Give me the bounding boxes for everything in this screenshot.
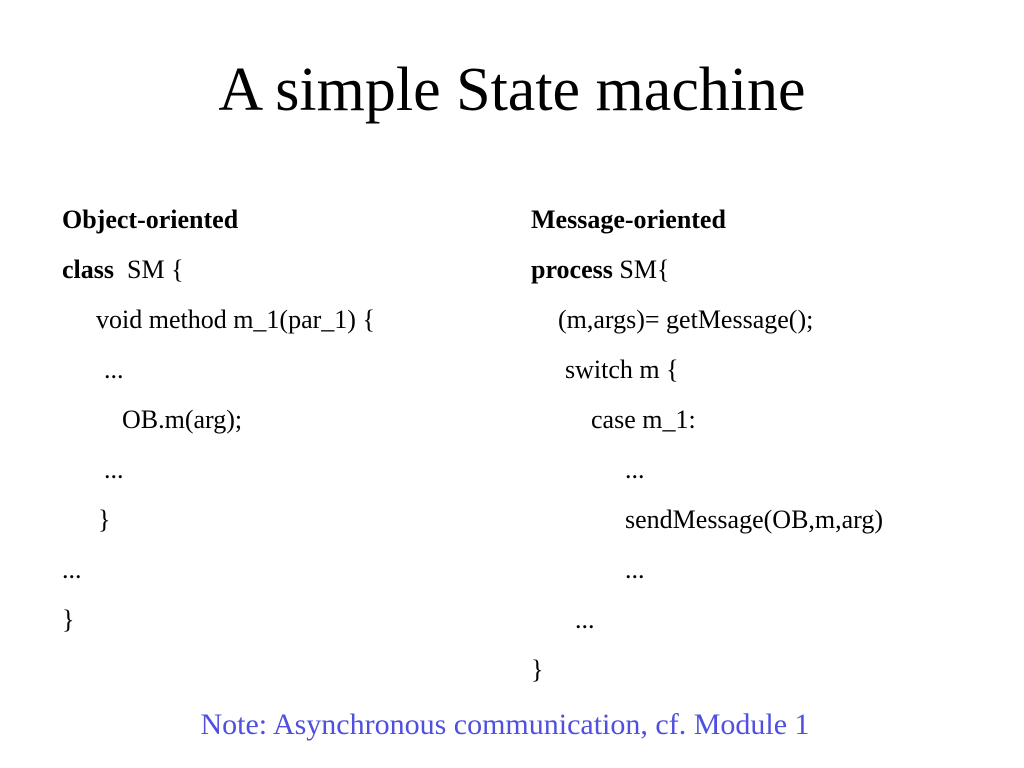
- code-line-process-declaration: process SM{: [531, 246, 669, 294]
- code-text: SM {: [127, 255, 184, 284]
- code-line-ellipsis: ...: [104, 355, 124, 384]
- object-oriented-heading: Object-oriented: [62, 205, 239, 234]
- footnote: Note: Asynchronous communication, cf. Mo…: [200, 708, 810, 741]
- code-line-method-declaration: void method m_1(par_1) {: [96, 305, 375, 334]
- code-line-method-call: OB.m(arg);: [122, 405, 243, 434]
- code-line-ellipsis: ...: [62, 555, 82, 584]
- class-keyword: class: [62, 255, 114, 284]
- code-line-get-message: (m,args)= getMessage();: [558, 305, 814, 334]
- code-line-ellipsis: ...: [625, 455, 645, 484]
- code-line-class-declaration: class SM {: [62, 246, 184, 294]
- code-line-ellipsis: ...: [104, 455, 124, 484]
- code-line-class-close: }: [62, 605, 75, 634]
- code-line-switch: switch m {: [565, 355, 679, 384]
- code-line-case: case m_1:: [591, 405, 696, 434]
- process-keyword: process: [531, 255, 613, 284]
- code-line-ellipsis: ...: [625, 555, 645, 584]
- code-text: SM{: [619, 255, 670, 284]
- code-line-process-close: }: [531, 655, 544, 684]
- slide-title: A simple State machine: [218, 56, 806, 124]
- code-line-method-close: }: [98, 505, 111, 534]
- message-oriented-heading: Message-oriented: [531, 205, 726, 234]
- code-line-ellipsis: ...: [575, 605, 595, 634]
- code-line-send-message: sendMessage(OB,m,arg): [625, 505, 884, 534]
